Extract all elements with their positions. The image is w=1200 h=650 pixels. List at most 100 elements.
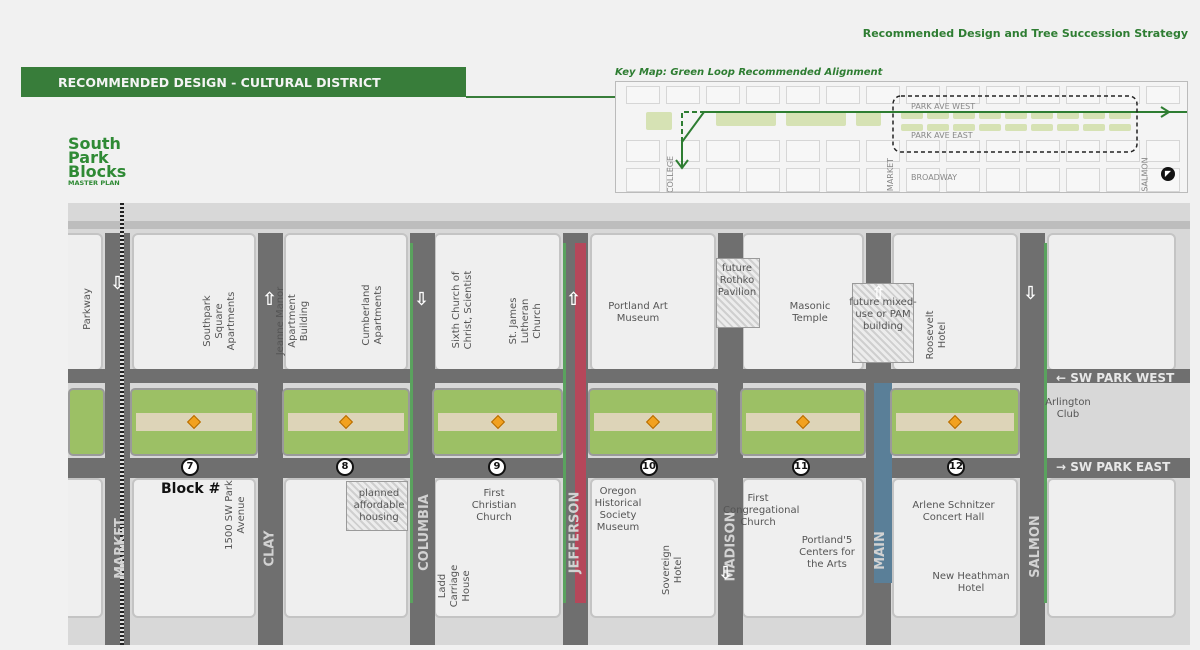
rothko-pavilion-site xyxy=(716,258,760,328)
key-park xyxy=(927,124,949,131)
label-first-christian-church: First Christian Church xyxy=(471,488,517,523)
street-vertical xyxy=(410,233,435,645)
key-block xyxy=(986,140,1020,162)
key-park xyxy=(927,112,949,119)
key-block xyxy=(946,168,980,192)
street-label-clay: CLAY xyxy=(262,530,278,567)
key-park xyxy=(1031,124,1053,131)
street-label-main: MAIN xyxy=(872,531,888,570)
key-block xyxy=(1066,140,1100,162)
arrow-up-icon: ⇧ xyxy=(262,289,278,310)
street-label-salmon: SALMON xyxy=(1027,515,1043,578)
label-mixed-use: future mixed-use or PAM building xyxy=(849,297,917,332)
key-map: PARK AVE WEST PARK AVE EAST BROADWAY COL… xyxy=(615,81,1188,193)
key-block xyxy=(866,140,900,162)
key-block xyxy=(986,86,1020,104)
label-arlington-club: Arlington Club xyxy=(1045,397,1091,420)
arrow-down-icon: ⇩ xyxy=(718,563,734,584)
document-title: Recommended Design and Tree Succession S… xyxy=(862,27,1188,40)
key-park xyxy=(979,112,1001,119)
key-park xyxy=(1083,112,1105,119)
key-block xyxy=(706,86,740,104)
city-block-north xyxy=(434,233,561,371)
key-block xyxy=(1026,168,1060,192)
label-jeanne-manor: Jeanne Manor Apartment Building xyxy=(275,286,310,356)
logo-line: Park xyxy=(68,148,109,167)
city-block-south xyxy=(742,478,864,618)
label-ladd-carriage-house: Ladd Carriage House xyxy=(437,564,472,608)
label-parkway: Parkway xyxy=(82,288,93,330)
key-label-broadway: BROADWAY xyxy=(911,173,958,182)
key-park xyxy=(901,124,923,131)
key-label-park-ave-west: PARK AVE WEST xyxy=(911,102,976,111)
block-number: 9 xyxy=(488,458,506,476)
key-block xyxy=(746,86,780,104)
key-park xyxy=(1031,112,1053,119)
key-park xyxy=(1083,124,1105,131)
label-affordable-housing: planned affordable housing xyxy=(353,488,405,523)
key-block xyxy=(1026,86,1060,104)
key-park xyxy=(786,112,846,126)
arlington-park xyxy=(68,388,105,456)
green-lane xyxy=(563,243,566,603)
green-loop-route xyxy=(675,95,1187,170)
street-label-park-west: ← SW PARK WEST xyxy=(1056,371,1174,385)
banner-connector-line xyxy=(466,96,616,98)
key-park xyxy=(646,112,672,130)
label-masonic-temple: Masonic Temple xyxy=(789,301,831,324)
block-number: 11 xyxy=(792,458,810,476)
label-heathman-hotel: New Heathman Hotel xyxy=(932,571,1010,594)
key-park xyxy=(856,112,881,126)
block-number: 10 xyxy=(640,458,658,476)
key-block xyxy=(626,168,660,192)
key-park xyxy=(1057,112,1079,119)
key-block xyxy=(786,168,820,192)
logo-line: Blocks xyxy=(68,162,127,181)
key-label-market: MARKET xyxy=(886,157,896,192)
label-portland-art-museum: Portland Art Museum xyxy=(608,301,668,324)
green-lane xyxy=(1044,243,1047,603)
key-block xyxy=(666,86,700,104)
key-block xyxy=(946,140,980,162)
street-park-west xyxy=(68,369,1190,383)
street-vertical xyxy=(1020,233,1045,645)
key-block xyxy=(746,168,780,192)
key-block xyxy=(826,168,860,192)
arrow-down-icon: ⇩ xyxy=(414,289,430,310)
city-block-north xyxy=(68,233,103,371)
key-park xyxy=(953,124,975,131)
block-number-legend: Block # xyxy=(161,481,221,497)
site-plan-map: MARKET CLAY COLUMBIA JEFFERSON MADISON M… xyxy=(68,203,1190,645)
key-block xyxy=(826,140,860,162)
label-cumberland-apartments: Cumberland Apartments xyxy=(361,284,384,346)
key-block xyxy=(1066,168,1100,192)
label-ohs-museum: Oregon Historical Society Museum xyxy=(594,486,642,533)
street-label-park-east: → SW PARK EAST xyxy=(1056,460,1170,474)
logo-subtitle: MASTER PLAN xyxy=(68,179,120,187)
main-transit-lane xyxy=(874,383,892,583)
arrow-up-icon: ⇧ xyxy=(566,289,582,310)
logo-line: South xyxy=(68,134,121,153)
label-rothko-pavilion: future Rothko Pavilion xyxy=(717,263,757,298)
south-park-blocks-logo: South Park Blocks MASTER PLAN xyxy=(68,134,127,188)
key-label-college: COLLEGE xyxy=(666,155,676,193)
key-block xyxy=(1106,168,1140,192)
city-block-south xyxy=(892,478,1018,618)
railroad xyxy=(120,203,124,645)
key-map-title: Key Map: Green Loop Recommended Alignmen… xyxy=(615,67,883,78)
key-park xyxy=(979,124,1001,131)
street-vertical xyxy=(105,233,130,645)
park-west-text: SW PARK WEST xyxy=(1070,371,1175,385)
key-block xyxy=(1146,86,1180,104)
block-number: 8 xyxy=(336,458,354,476)
label-roosevelt-hotel: Roosevelt Hotel xyxy=(925,310,948,360)
affordable-housing-site xyxy=(346,481,408,531)
key-block xyxy=(1106,140,1140,162)
street-label-jefferson: JEFFERSON xyxy=(567,491,583,574)
label-southpark-apartments: Southpark Square Apartments xyxy=(202,291,237,351)
city-block-north xyxy=(132,233,256,371)
arrow-down-icon: ⇩ xyxy=(110,273,126,294)
label-schnitzer-hall: Arlene Schnitzer Concert Hall xyxy=(912,500,995,523)
key-block xyxy=(906,168,940,192)
key-block xyxy=(1026,140,1060,162)
